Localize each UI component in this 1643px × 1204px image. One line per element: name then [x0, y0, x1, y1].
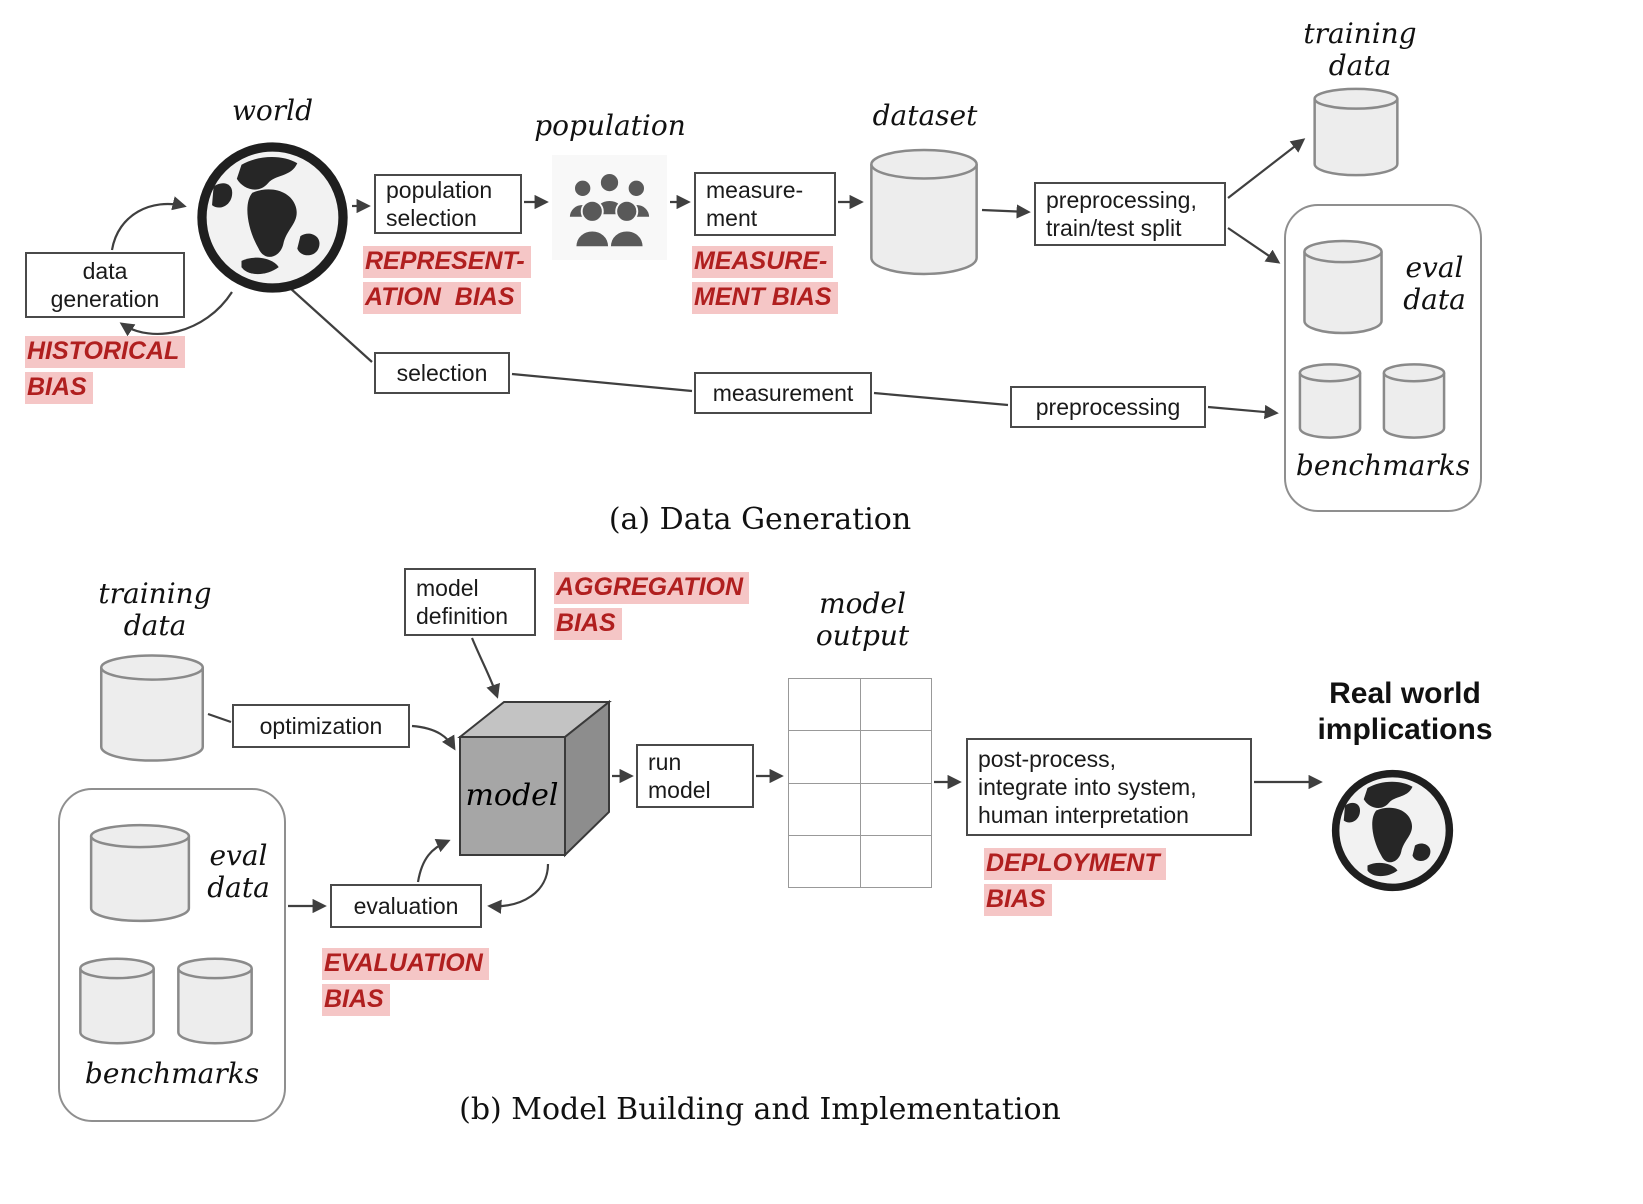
bias-line: BIAS	[984, 883, 1052, 916]
bias-line: ATION BIAS	[363, 281, 521, 314]
optimization-box: optimization	[232, 704, 410, 748]
bias-line: BIAS	[25, 371, 93, 404]
preprocessing-split-box: preprocessing, train/test split	[1034, 182, 1226, 246]
preprocessing-bottom-box: preprocessing	[1010, 386, 1206, 428]
historical-bias-label: HISTORICAL BIAS	[25, 336, 186, 404]
eval-data-cylinder-a	[1302, 238, 1384, 336]
benchmarks-label-b: benchmarks	[84, 1057, 260, 1090]
grid-cell	[789, 679, 861, 732]
model-output-label: model output	[815, 587, 910, 653]
selection-box: selection	[374, 352, 510, 394]
grid-cell	[860, 835, 932, 888]
run-model-box: run model	[636, 744, 754, 808]
world-label: world	[231, 94, 314, 127]
training-data-cylinder-a	[1312, 86, 1400, 178]
bias-line: AGGREGATION	[554, 572, 750, 604]
population-people-icon	[552, 155, 667, 260]
benchmark-cylinder-a1	[1298, 362, 1362, 440]
model-label: model	[465, 778, 559, 813]
grid-cell	[789, 731, 861, 784]
post-process-box: post-process, integrate into system, hum…	[966, 738, 1252, 836]
bias-line: HISTORICAL	[25, 336, 186, 368]
benchmark-cylinder-a2	[1382, 362, 1446, 440]
dataset-label: dataset	[872, 99, 978, 132]
bias-line: MENT BIAS	[692, 281, 838, 314]
benchmark-cylinder-b2	[176, 956, 254, 1046]
benchmark-cylinder-b1	[78, 956, 156, 1046]
world-globe-icon	[195, 140, 350, 295]
grid-cell	[860, 679, 932, 732]
data-generation-box: data generation	[25, 252, 185, 318]
population-selection-box: population selection	[374, 174, 522, 234]
bias-line: EVALUATION	[322, 948, 489, 980]
representation-bias-label: REPRESENT- ATION BIAS	[363, 246, 531, 314]
measurement-top-box: measure- ment	[694, 172, 836, 236]
training-data-cylinder-b	[98, 652, 206, 764]
real-world-implications-label: Real world implications	[1317, 677, 1493, 746]
population-label: population	[534, 109, 686, 142]
bias-line: DEPLOYMENT	[984, 848, 1166, 880]
bias-line: MEASURE-	[692, 246, 834, 278]
caption-a: (a) Data Generation	[608, 502, 912, 537]
grid-cell	[789, 835, 861, 888]
bias-line: REPRESENT-	[363, 246, 531, 278]
bias-line: BIAS	[322, 983, 390, 1016]
model-output-grid	[788, 678, 932, 888]
grid-cell	[860, 731, 932, 784]
measurement-bottom-box: measurement	[694, 372, 872, 414]
real-world-globe-icon	[1330, 768, 1455, 893]
measurement-bias-label: MEASURE- MENT BIAS	[692, 246, 838, 314]
bias-line: BIAS	[554, 607, 622, 640]
eval-data-cylinder-b	[88, 822, 192, 924]
grid-cell	[860, 783, 932, 836]
eval-data-label-b: eval data	[207, 839, 270, 905]
evaluation-box: evaluation	[330, 884, 482, 928]
aggregation-bias-label: AGGREGATION BIAS	[554, 572, 750, 640]
caption-b: (b) Model Building and Implementation	[459, 1092, 1061, 1127]
deployment-bias-label: DEPLOYMENT BIAS	[984, 848, 1166, 916]
training-data-label-a: training data	[1303, 17, 1417, 83]
benchmarks-label-a: benchmarks	[1295, 449, 1471, 482]
evaluation-bias-label: EVALUATION BIAS	[322, 948, 489, 1016]
model-cube-icon	[452, 692, 617, 862]
training-data-label-b: training data	[98, 577, 212, 643]
model-definition-box: model definition	[404, 568, 536, 636]
eval-data-label-a: eval data	[1403, 251, 1466, 317]
grid-cell	[789, 783, 861, 836]
dataset-cylinder-icon	[868, 146, 980, 278]
